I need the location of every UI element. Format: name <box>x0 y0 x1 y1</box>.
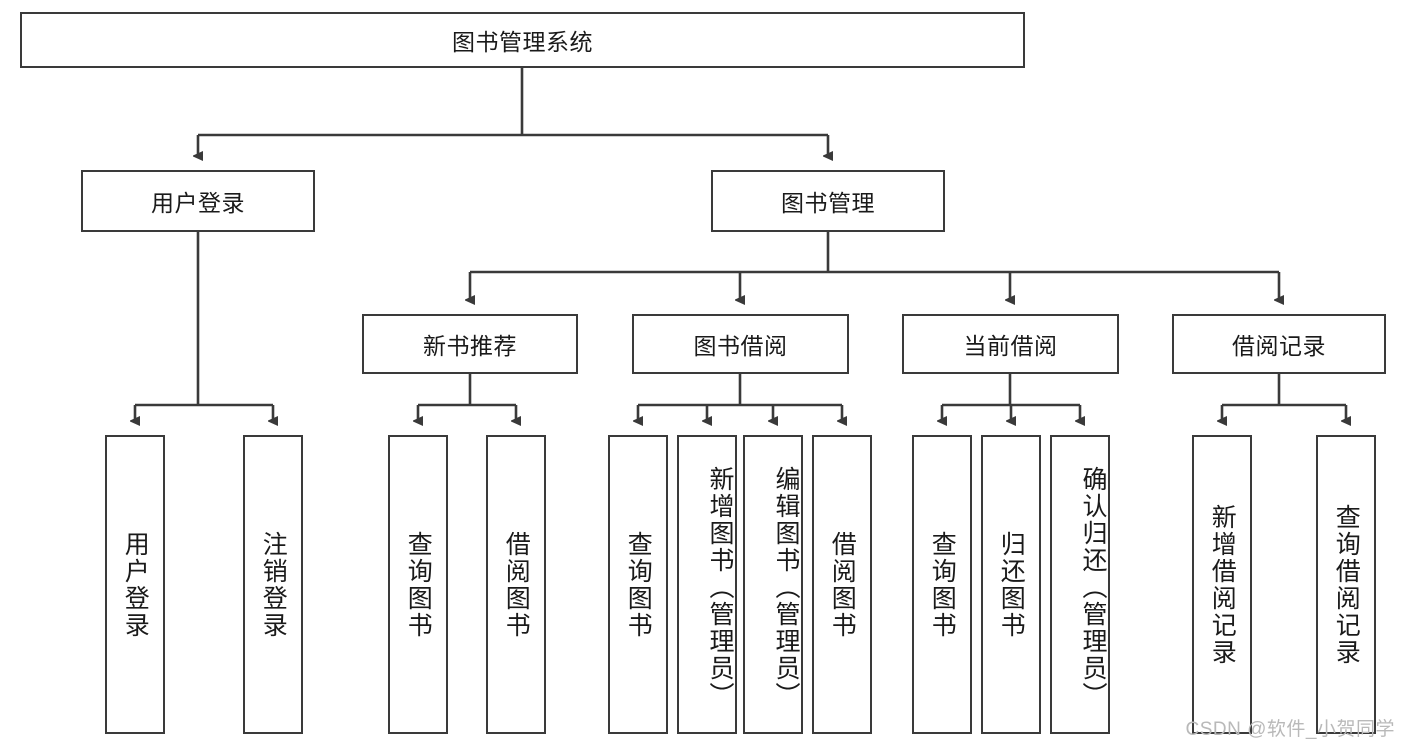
node-book-manage[interactable]: 图书管理 <box>711 170 945 232</box>
leaf-add-record-label: 新增借阅记录 <box>1208 503 1237 666</box>
leaf-edit-book[interactable]: 编辑图书（管理员） <box>743 435 803 734</box>
node-user-login-label: 用户登录 <box>151 190 245 216</box>
leaf-edit-book-label: 编辑图书（管理员） <box>772 466 800 709</box>
leaf-borrow-book-rec[interactable]: 借阅图书 <box>486 435 546 734</box>
leaf-add-book[interactable]: 新增图书（管理员） <box>677 435 737 734</box>
node-current-borrow-label: 当前借阅 <box>963 333 1058 359</box>
leaf-query-book-2[interactable]: 查询图书 <box>608 435 668 734</box>
node-borrow-record[interactable]: 借阅记录 <box>1172 314 1386 374</box>
leaf-query-record-label: 查询借阅记录 <box>1332 503 1361 666</box>
leaf-query-book-3-label: 查询图书 <box>928 530 957 639</box>
leaf-borrow-book-2[interactable]: 借阅图书 <box>812 435 872 734</box>
node-root-label: 图书管理系统 <box>452 29 593 55</box>
csdn-watermark: CSDN @软件_小贺同学 <box>1185 719 1395 740</box>
leaf-query-book-rec-label: 查询图书 <box>404 530 433 639</box>
leaf-query-book-2-label: 查询图书 <box>624 530 653 639</box>
leaf-add-book-label: 新增图书（管理员） <box>706 466 734 709</box>
node-book-borrow-label: 图书借阅 <box>693 333 788 359</box>
leaf-confirm-return[interactable]: 确认归还（管理员） <box>1050 435 1110 734</box>
leaf-query-book-rec[interactable]: 查询图书 <box>388 435 448 734</box>
leaf-user-login-label: 用户登录 <box>121 530 150 639</box>
leaf-confirm-return-label: 确认归还（管理员） <box>1079 466 1107 709</box>
leaf-query-book-3[interactable]: 查询图书 <box>912 435 972 734</box>
node-borrow-record-label: 借阅记录 <box>1232 333 1326 359</box>
leaf-borrow-book-rec-label: 借阅图书 <box>502 530 531 639</box>
node-current-borrow[interactable]: 当前借阅 <box>902 314 1119 374</box>
node-new-book-rec-label: 新书推荐 <box>423 333 517 359</box>
node-user-login[interactable]: 用户登录 <box>81 170 315 232</box>
node-book-manage-label: 图书管理 <box>781 190 875 216</box>
leaf-return-book[interactable]: 归还图书 <box>981 435 1041 734</box>
node-new-book-rec[interactable]: 新书推荐 <box>362 314 578 374</box>
leaf-user-login[interactable]: 用户登录 <box>105 435 165 734</box>
leaf-logout[interactable]: 注销登录 <box>243 435 303 734</box>
leaf-return-book-label: 归还图书 <box>997 530 1026 639</box>
leaf-query-record[interactable]: 查询借阅记录 <box>1316 435 1376 734</box>
leaf-logout-label: 注销登录 <box>259 530 288 639</box>
node-root[interactable]: 图书管理系统 <box>20 12 1025 68</box>
leaf-borrow-book-2-label: 借阅图书 <box>828 530 857 639</box>
node-book-borrow[interactable]: 图书借阅 <box>632 314 849 374</box>
leaf-add-record[interactable]: 新增借阅记录 <box>1192 435 1252 734</box>
